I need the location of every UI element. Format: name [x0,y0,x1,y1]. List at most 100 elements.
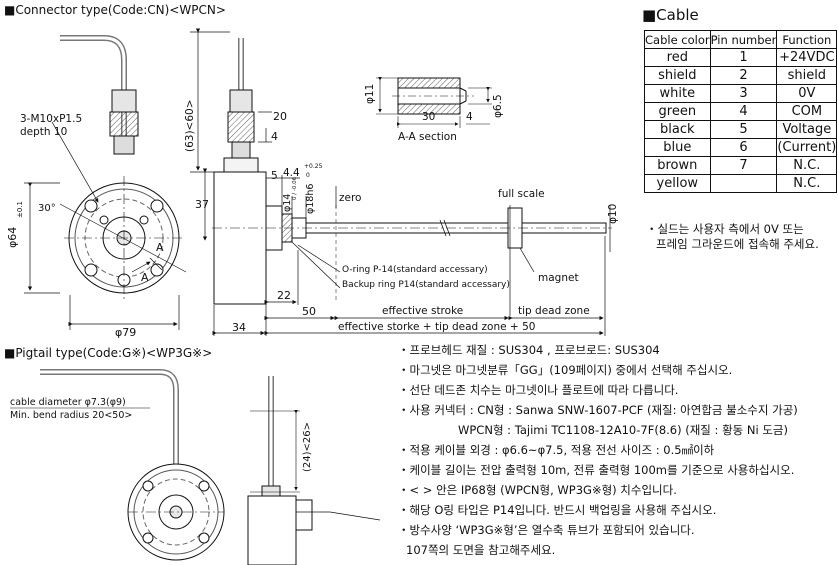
connector-knurl [109,111,139,137]
dim22-label: 22 [277,289,291,302]
cell-pin: 5 [709,120,778,139]
dia64-label: φ64 [6,226,19,248]
dim44-label: 4.4 [283,167,300,179]
magnet-label: magnet [538,272,579,284]
pigtail-front-view [10,369,225,561]
cell-color: brown [644,156,711,175]
tol64-label: ±0.1 [16,201,24,218]
notes-list: ・프로브헤드 재질 : SUS304 , 프로브로드: SUS304 ・마그넷은… [398,340,798,560]
cell-pin: 3 [709,84,778,103]
note-item: ・적용 케이블 외경 : φ6.6~φ7.5, 적용 전선 사이즈 : 0.5㎟… [398,443,715,457]
dia79-label: φ79 [115,326,137,339]
cell-color: white [644,84,711,103]
cell-pin: 6 [709,138,778,157]
cell-pin [709,174,778,193]
cell-function: (Current) [776,138,838,157]
cell-color: shield [644,66,711,85]
len24-label: (24)<26> [302,421,313,472]
note-item: ・사용 커넥터 : CN형 : Sanwa SNW-1607-PCF (재질: … [398,403,798,417]
dim34-label: 34 [232,321,246,334]
bend-radius-label: Min. bend radius 20<50> [10,410,133,421]
cable-note-line1: ・실드는 사용자 측에서 0V 또는 [646,222,804,236]
note-item: ・케이블 길이는 전압 출력형 10m, 전류 출력형 100m를 기준으로 사… [398,463,795,477]
cell-color: black [644,120,711,139]
tip-dead-zone-label: tip dead zone [518,305,590,317]
connector-section-title: ■Connector type(Code:CN)<WPCN> [4,3,226,17]
full-scale-label: full scale [498,188,545,200]
cell-color: blue [644,138,711,157]
bolt-hole [150,199,164,213]
len63-label: (63)<60> [184,99,196,152]
cell-function: COM [776,102,838,121]
zero-label: zero [339,192,362,204]
table-row: yellow N.C. [644,174,838,193]
note-item: ・방수사양 ‘WP3G※형’은 열수축 튜브가 포함되어 있습니다. [398,523,695,537]
bolt-hole [150,263,164,277]
cell-function: N.C. [776,174,838,193]
aa-dia11-label: φ11 [364,83,376,104]
note-item: ・해당 O링 타입은 P14입니다. 반드시 백업링을 사용해 주십시오. [398,503,717,517]
bolt-hole [84,263,98,277]
note-item: ・프로브헤드 재질 : SUS304 , 프로브로드: SUS304 [398,343,660,357]
cell-function: shield [776,66,838,85]
cell-function: Voltage [776,120,838,139]
oring-label: O-ring P-14(standard accessary) [342,265,488,275]
connector-nut [111,89,137,113]
aa-dim4-label: 4 [466,111,473,123]
section-a-label: A [156,241,164,254]
cell-color: red [644,48,711,67]
note-item: ・선단 데드존 치수는 마그넷이나 플로트에 따라 다릅니다. [398,383,679,397]
cell-function: N.C. [776,156,838,175]
tol14-label: 0 / -0.06 [292,176,298,200]
cable-title: ■Cable [642,6,699,24]
pigtail-section-title: ■Pigtail type(Code:G※)<WP3G※> [4,346,213,360]
dim20-label: 20 [273,110,287,123]
tol025-label: +0.25 [304,163,323,170]
section-aa-view [376,77,492,128]
header-pin-number: Pin number [709,30,778,49]
cable-diameter-label: cable diameter φ7.3(φ9) [10,397,126,408]
header-cable-color: Cable color [644,30,711,49]
section-a-label-2: A [141,271,149,284]
cell-function: +24VDC [776,48,838,67]
cell-function: 0V [776,84,838,103]
effective-stroke-label: effective stroke [382,305,464,317]
cell-pin: 1 [709,48,778,67]
dim4-label: 4 [271,130,278,143]
aa-caption: A-A section [398,131,457,143]
tol0-label: 0 [306,172,310,179]
dim5-label: 5 [271,170,278,182]
header-function: Function [776,30,838,49]
cell-color: green [644,102,711,121]
note-item: WPCN형 : Tajimi TC1108-12A10-7F(8.6) (재질 … [458,423,788,437]
angle-label: 30° [38,203,56,214]
cell-pin: 2 [709,66,778,85]
cable-table-header: Cable color Pin number Function [644,30,838,49]
pigtail-side-view [247,376,381,565]
probe-head-body [213,171,267,305]
cell-color: yellow [644,174,711,193]
dim50-label: 50 [302,305,316,318]
connector-side-view [190,28,612,336]
bolt-hole [84,199,98,213]
technical-drawing [10,28,612,565]
cell-pin: 4 [709,102,778,121]
cell-pin: 7 [709,156,778,175]
dia18-label: φ18h6 [305,183,316,214]
effective-total-label: effective storke + tip dead zone + 50 [338,321,536,333]
cable-note-line2: 프레임 그라운드에 접속해 주세요. [656,237,819,251]
backup-ring-label: Backup ring P14(standard accessary) [342,280,510,290]
connector-front-view [24,35,187,330]
note-item: ・마그넷은 마그넷분류「GG」(109페이지) 중에서 선택해 주십시오. [398,363,733,377]
dim37-label: 37 [195,198,209,211]
note-item: ・< > 안은 IP68형 (WPCN형, WP3G※형) 치수입니다. [398,483,677,497]
aa-dim30-label: 30 [422,111,436,123]
